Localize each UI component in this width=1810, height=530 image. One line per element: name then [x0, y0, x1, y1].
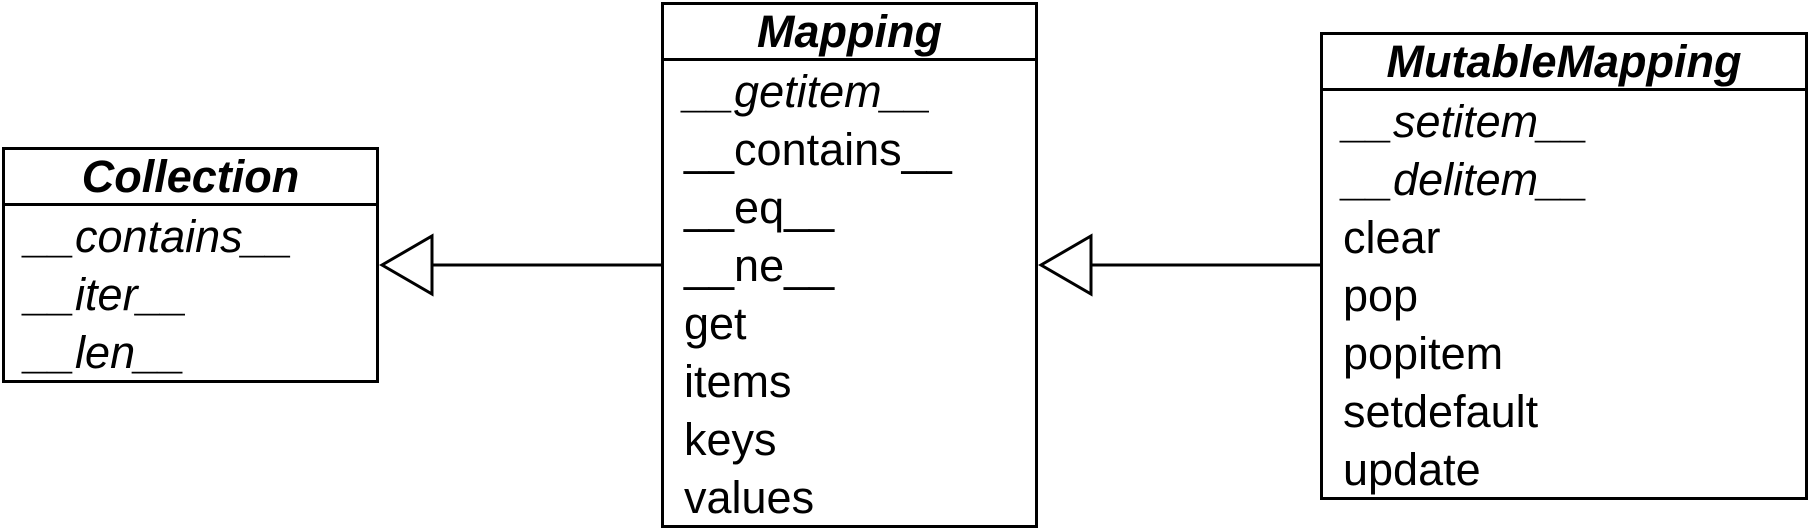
method-item: popitem — [1343, 328, 1504, 379]
method-item: __getitem__ — [684, 66, 932, 117]
class-box-collection: Collection __contains__ __iter__ __len__ — [2, 147, 379, 383]
class-box-mutable-mapping: MutableMapping __setitem__ __delitem__ c… — [1320, 32, 1808, 500]
method-item: pop — [1343, 270, 1419, 321]
method-item: keys — [684, 414, 777, 465]
method-item: get — [684, 298, 747, 349]
method-item: __delitem__ — [1343, 154, 1589, 205]
class-name-mutable-mapping: MutableMapping — [1323, 35, 1805, 91]
method-item: items — [684, 356, 792, 407]
method-item: __contains__ — [684, 124, 952, 175]
method-item: __len__ — [25, 327, 186, 378]
method-list-collection: __contains__ __iter__ __len__ — [5, 206, 376, 382]
class-box-mapping: Mapping __getitem__ __contains__ __eq__ … — [661, 2, 1038, 528]
method-item: values — [684, 472, 815, 523]
method-item: __ne__ — [684, 240, 835, 291]
arrow-head-hollow-triangle — [1038, 233, 1093, 297]
method-item: setdefault — [1343, 386, 1539, 437]
method-list-mutable-mapping: __setitem__ __delitem__ clear pop popite… — [1323, 91, 1805, 499]
method-item: __contains__ — [25, 211, 293, 262]
class-name-collection: Collection — [5, 150, 376, 206]
method-item: __eq__ — [684, 182, 835, 233]
method-list-mapping: __getitem__ __contains__ __eq__ __ne__ g… — [664, 61, 1035, 527]
class-name-mapping: Mapping — [664, 5, 1035, 61]
method-item: __iter__ — [25, 269, 188, 320]
arrow-head-hollow-triangle — [379, 233, 434, 297]
generalization-arrow-mapping-to-collection — [379, 233, 661, 297]
method-item: update — [1343, 444, 1481, 495]
method-item: clear — [1343, 212, 1441, 263]
method-item: __setitem__ — [1343, 96, 1589, 147]
generalization-arrow-mutable-to-mapping — [1038, 233, 1320, 297]
